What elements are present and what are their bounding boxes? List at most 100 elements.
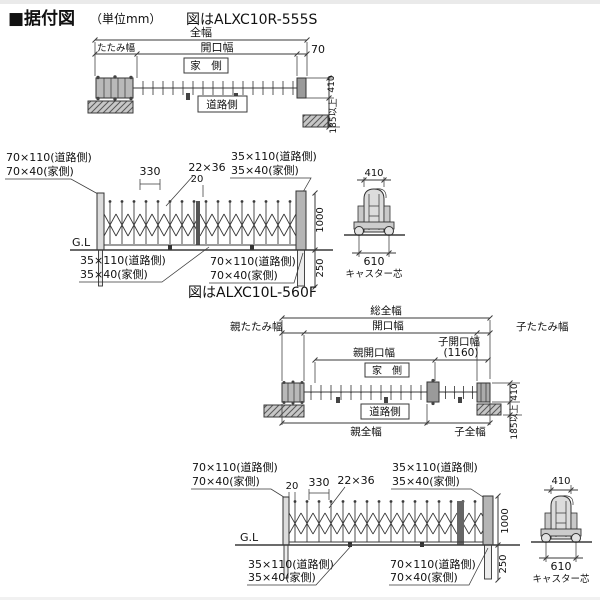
caster-mark <box>384 397 388 403</box>
dim-opening-width: 開口幅 <box>372 319 404 332</box>
wall-right <box>302 114 329 128</box>
end-post-plan <box>296 77 307 99</box>
dimension-lines-bottom <box>279 402 493 426</box>
dimension-lines-right <box>492 380 522 432</box>
fig1-caption: 図はALXC10R-555S <box>186 12 317 28</box>
dim-total-width: 全幅 <box>190 25 212 39</box>
caster-mark <box>458 397 462 403</box>
caster-center-label: キャスター芯 <box>532 573 590 585</box>
fig2-elevation-view: 70×110(道路側) 70×40(家側) 20 330 22×36 35×11… <box>191 460 520 586</box>
meeting-post <box>457 501 464 545</box>
post-cap-hook <box>373 188 387 199</box>
dim-opening-width: 開口幅 <box>201 41 234 54</box>
fig1-side-view: 410 610 キャスター芯 <box>344 168 405 280</box>
child-folded-gate-plan <box>476 382 491 403</box>
side-fin <box>383 205 391 223</box>
caster-wheel <box>354 226 364 236</box>
child-pickets-plan <box>441 383 475 402</box>
post-size-road: 70×110(道路側) <box>192 460 278 474</box>
fig1-plan-view: 全幅 たたみ幅 開口幅 70 家 側 道路側 <box>87 25 340 134</box>
house-side-box <box>183 57 229 74</box>
caster-mark <box>186 93 190 100</box>
right-post-embed <box>484 544 492 580</box>
meeting-post-plan <box>426 381 440 403</box>
post-cap-hook <box>560 495 574 506</box>
unit-note: （単位mm） <box>90 11 161 26</box>
dim-fold-width: たたみ幅 <box>97 42 136 54</box>
accordion-lattice <box>289 498 483 545</box>
dim-parent-fold-width: 親たたみ幅 <box>230 320 283 333</box>
caster-wheel <box>571 533 581 543</box>
dim-child-fold-width: 子たたみ幅 <box>516 320 569 333</box>
road-side-label: 道路側 <box>369 405 401 418</box>
wall-left <box>263 404 305 418</box>
post-size-house: 35×40(家側) <box>248 570 316 584</box>
dim-post-70: 70 <box>311 43 325 56</box>
page-edge-top <box>0 0 600 4</box>
post-size-house: 70×40(家側) <box>210 268 278 282</box>
dim-250: 250 <box>315 258 326 277</box>
dim-410: 410 <box>364 168 383 179</box>
dim-330-bracket <box>139 179 161 190</box>
wall-right <box>476 403 502 416</box>
fig2-side-view: 410 610 キャスター芯 <box>531 476 592 585</box>
dim-child-opening: 子開口幅 <box>438 335 480 348</box>
dim-20: 20 <box>191 174 204 185</box>
leader-line <box>209 252 304 284</box>
leader-line <box>391 488 487 500</box>
page-edge-bottom <box>0 597 600 600</box>
post-size-road: 35×110(道路側) <box>248 557 334 571</box>
leader-line <box>191 488 288 500</box>
post-size-house: 70×40(家側) <box>6 164 74 178</box>
post-size-house: 35×40(家側) <box>392 474 460 488</box>
fig2-caption: 図はALXC10L-560F <box>188 285 317 301</box>
post-size-road: 70×110(道路側) <box>6 150 92 164</box>
left-post <box>282 496 290 546</box>
gl-label: G.L <box>240 531 259 544</box>
dim-185-min: 185以上 <box>509 404 520 439</box>
caster-foot <box>250 245 254 250</box>
caster-center-label: キャスター芯 <box>345 268 403 280</box>
gate-pickets-plan <box>138 77 296 99</box>
house-side-label: 家 側 <box>372 364 402 377</box>
post-size-road: 35×110(道路側) <box>80 253 166 267</box>
dim-610: 610 <box>364 255 385 268</box>
post-size-road: 35×110(道路側) <box>392 460 478 474</box>
post-size-house: 35×40(家側) <box>80 267 148 281</box>
leader-line <box>247 545 352 586</box>
dimension-lines-right <box>306 75 340 130</box>
dim-22x36: 22×36 <box>188 161 225 174</box>
parent-pickets-plan <box>306 382 425 403</box>
dim-22x36: 22×36 <box>337 474 374 487</box>
side-fin <box>570 512 578 530</box>
post-size-road: 35×110(道路側) <box>231 149 317 163</box>
caster-wheel <box>384 226 394 236</box>
dim-250: 250 <box>498 554 509 573</box>
post-size-house: 70×40(家側) <box>192 474 260 488</box>
road-side-label: 道路側 <box>206 98 238 111</box>
header: ■据付図 （単位mm） 図はALXC10R-555S <box>8 8 317 29</box>
post-size-house: 35×40(家側) <box>231 163 299 177</box>
road-side-box <box>197 95 248 113</box>
side-fin <box>357 205 365 223</box>
caster-beam <box>540 528 582 537</box>
house-side-box <box>364 362 410 378</box>
gl-label: G.L <box>72 236 91 249</box>
dim-1000: 1000 <box>500 508 511 533</box>
leader-line <box>230 177 312 193</box>
dim-child-overall: 子全幅 <box>454 425 486 438</box>
right-post <box>295 190 307 251</box>
right-post <box>482 495 494 546</box>
folded-gate-plan <box>95 75 134 101</box>
dimension-lines-right <box>495 493 501 583</box>
parent-folded-gate-plan <box>281 380 305 405</box>
dimension-lines <box>279 315 493 383</box>
dim-parent-overall: 親全幅 <box>350 425 382 438</box>
left-post <box>96 192 105 251</box>
road-side-box <box>360 403 410 420</box>
leader-line <box>389 547 489 586</box>
leader-line <box>79 246 210 283</box>
caster-mark <box>336 397 340 403</box>
house-side-label: 家 側 <box>190 59 222 72</box>
